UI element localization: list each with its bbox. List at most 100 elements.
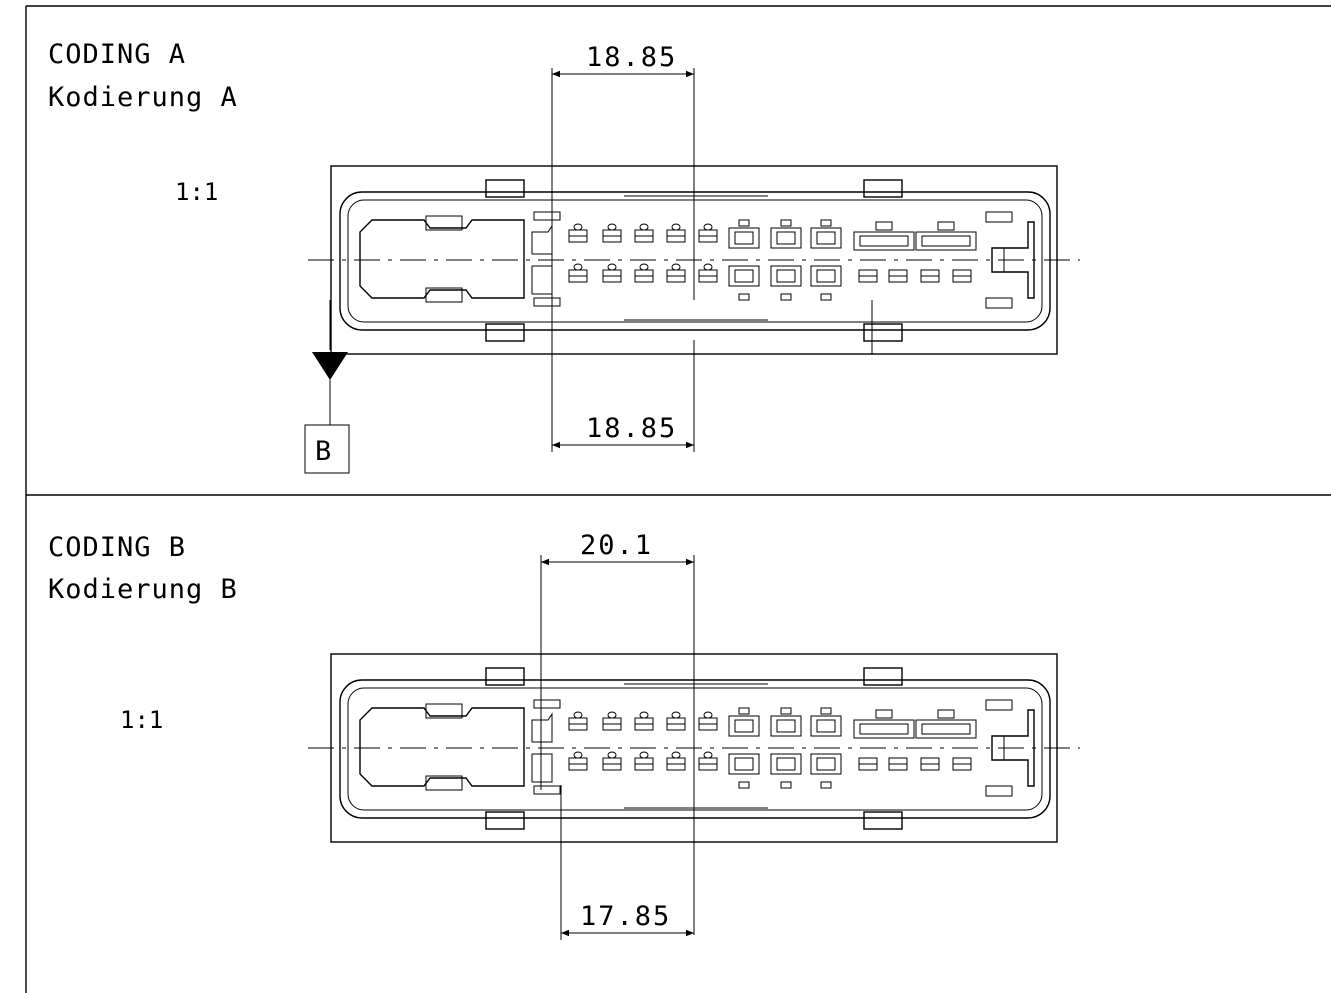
power-cavity: [359, 219, 525, 299]
small-pin-latch: [573, 751, 583, 759]
medium-pin: [770, 227, 802, 249]
sheet-frame: [25, 5, 1331, 993]
medium-pin: [810, 227, 842, 249]
view-b-subtitle: Kodierung B: [48, 574, 238, 605]
coding-key-lower: [531, 753, 553, 783]
datum-b-symbol: B: [304, 300, 873, 474]
coding-key-lower: [531, 265, 553, 295]
flat-pin: [915, 719, 977, 739]
connector-a-body: [308, 165, 1080, 355]
end-tab-bottom: [985, 785, 1013, 797]
dimension-a-bottom: 18.85: [551, 295, 695, 452]
dim-a-top-value: 18.85: [586, 42, 677, 73]
housing-cavity: [347, 687, 1043, 811]
latch-bottom: [485, 811, 525, 830]
small-pin-latch: [607, 263, 617, 271]
medium-pin: [810, 753, 842, 775]
medium-pin-tab: [780, 707, 792, 715]
view-a-title: CODING A: [48, 39, 186, 70]
latch-top: [863, 179, 903, 198]
medium-pin-tab: [780, 293, 792, 301]
housing-cavity: [347, 199, 1043, 323]
small-pin-latch: [639, 711, 649, 719]
small-pin-latch: [703, 263, 713, 271]
coding-tab-bottom: [533, 785, 561, 795]
latch-top: [485, 179, 525, 198]
medium-pin-tab: [780, 781, 792, 789]
medium-pin-inner: [816, 269, 836, 283]
coding-key-upper: [531, 712, 553, 743]
small-pin-latch: [573, 223, 583, 231]
view-coding-a: CODING A Kodierung A 1:1 18.85 18.85 B: [48, 39, 1080, 474]
small-pin-latch: [607, 711, 617, 719]
medium-pin-inner: [776, 719, 796, 733]
medium-pin: [770, 265, 802, 287]
flat-pin-inner: [921, 235, 971, 247]
housing-inner-wall: [339, 191, 1051, 331]
dim-b-bottom-value: 17.85: [580, 901, 671, 932]
flat-pin-inner: [859, 235, 909, 247]
medium-pin-inner: [734, 719, 754, 733]
medium-pin-inner: [816, 231, 836, 245]
power-key-bottom: [425, 287, 463, 303]
end-tab-bottom: [985, 297, 1013, 309]
small-pin-latch: [573, 711, 583, 719]
datum-label: B: [315, 436, 333, 467]
medium-pin: [728, 753, 760, 775]
dimension-b-bottom: 17.85: [560, 785, 694, 940]
coding-key-upper: [531, 224, 553, 255]
dim-a-bottom-value: 18.85: [586, 413, 677, 444]
view-a-subtitle: Kodierung A: [48, 82, 238, 113]
small-pin-latch: [671, 751, 681, 759]
medium-pin-tab: [820, 293, 832, 301]
small-pin-latch: [671, 223, 681, 231]
flat-pin: [853, 719, 915, 739]
medium-pin-tab: [820, 219, 832, 227]
small-pin-latch: [703, 711, 713, 719]
connector-a: [308, 165, 1080, 355]
latch-bottom: [485, 323, 525, 342]
medium-pin-inner: [816, 719, 836, 733]
view-b-title: CODING B: [48, 532, 186, 563]
small-pin-latch: [703, 223, 713, 231]
medium-pin: [728, 265, 760, 287]
small-pin-latch: [573, 263, 583, 271]
latch-top: [485, 667, 525, 686]
medium-pin-tab: [820, 781, 832, 789]
flat-pin-inner: [859, 723, 909, 735]
flat-pin-tab: [937, 221, 955, 231]
medium-pin: [728, 227, 760, 249]
power-key-top: [425, 215, 463, 231]
medium-pin: [770, 753, 802, 775]
flat-pin-tab: [875, 709, 893, 719]
dimension-b-top: 20.1: [540, 530, 695, 935]
medium-pin: [728, 715, 760, 737]
connector-b: [308, 653, 1080, 843]
medium-pin-tab: [738, 219, 750, 227]
medium-pin-inner: [776, 231, 796, 245]
small-pin-latch: [607, 751, 617, 759]
medium-pin-inner: [734, 757, 754, 771]
medium-pin-inner: [776, 269, 796, 283]
flat-pin-tab: [875, 221, 893, 231]
power-cavity: [359, 707, 525, 787]
small-pin-latch: [671, 711, 681, 719]
medium-pin-inner: [816, 757, 836, 771]
medium-pin-tab: [780, 219, 792, 227]
flat-pin-inner: [921, 723, 971, 735]
small-pin-latch: [639, 263, 649, 271]
small-pin-latch: [703, 751, 713, 759]
connector-b-body: [308, 653, 1080, 843]
latch-bottom: [863, 811, 903, 830]
view-a-scale: 1:1: [175, 178, 218, 206]
medium-pin-inner: [734, 269, 754, 283]
medium-pin-inner: [734, 231, 754, 245]
latch-bottom: [863, 323, 903, 342]
medium-pin-tab: [820, 707, 832, 715]
medium-pin: [810, 715, 842, 737]
power-key-top: [425, 703, 463, 719]
dim-b-top-value: 20.1: [580, 530, 653, 561]
flat-pin: [853, 231, 915, 251]
coding-tab-top: [533, 699, 561, 709]
